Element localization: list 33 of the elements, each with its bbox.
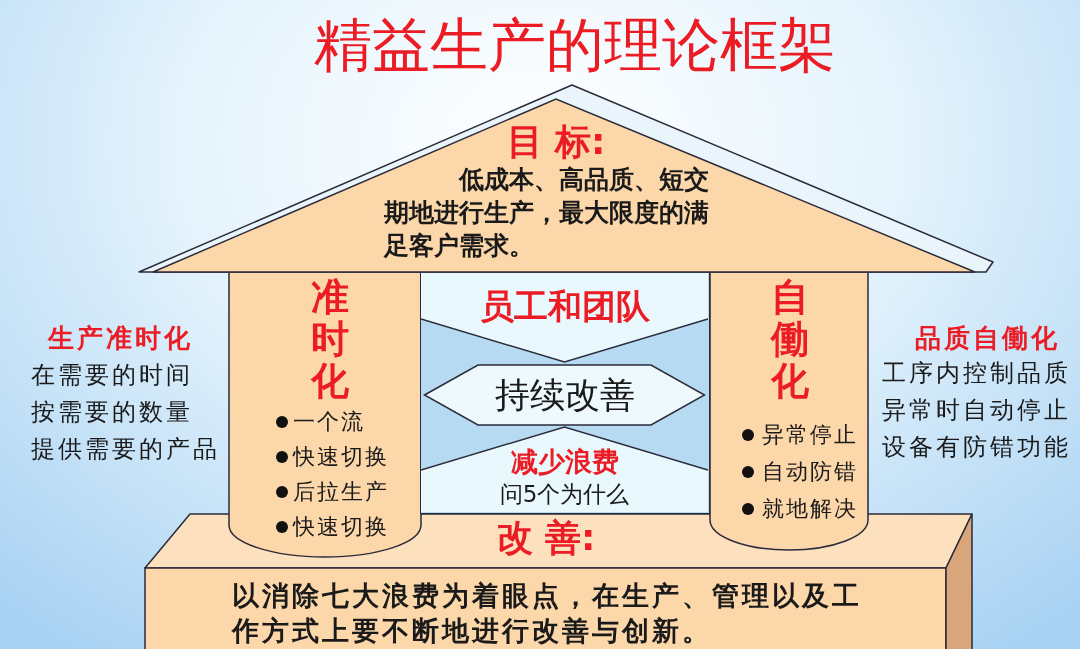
section-heading: 目 标: [506, 122, 606, 162]
pillar-title: 准时化 [310, 276, 350, 402]
section-heading: 改 善: [496, 518, 596, 558]
list-item: 自动防错 [762, 458, 858, 486]
body-text: 以消除七大浪费为着眼点，在生产、管理以及工作方式上要不断地进行改善与创新。 [232, 579, 863, 648]
panel-heading: 员工和团队 [479, 287, 650, 325]
list-item: 一个流 [293, 408, 365, 436]
goal-text: 低成本、高品质、短交期地进行生产，最大限度的满足客户需求。 [384, 164, 710, 262]
panel-heading: 减少浪费 [510, 446, 619, 477]
list-item: 就地解决 [762, 495, 858, 523]
bottom-panel [421, 426, 708, 512]
top-panel [421, 273, 708, 364]
pillar-title: 自働化 [770, 276, 810, 402]
list-item: 快速切换 [293, 443, 389, 471]
roof-triangle [138, 84, 994, 273]
side-heading: 品质自働化 [915, 322, 1060, 354]
pillar-cylinder [228, 273, 422, 559]
hexagon-text: 持续改善 [494, 374, 635, 416]
side-text: 在需要的时间 [31, 360, 193, 391]
center-panel [420, 273, 710, 514]
side-text: 按需要的数量 [31, 397, 193, 428]
pillar-cylinder [709, 273, 869, 552]
side-heading: 生产准时化 [48, 322, 193, 354]
page-title: 精益生产的理论框架 [314, 12, 836, 78]
list-item: 快速切换 [293, 513, 389, 541]
side-text: 异常时自动停止 [882, 395, 1071, 426]
list-item: 后拉生产 [293, 478, 389, 506]
panel-text: 问5个为什么 [499, 480, 630, 508]
list-item: 异常停止 [762, 421, 858, 449]
hexagon [423, 364, 706, 426]
side-text: 工序内控制品质 [882, 358, 1071, 389]
side-text: 设备有防错功能 [882, 432, 1071, 463]
side-text: 提供需要的产品 [31, 434, 220, 465]
